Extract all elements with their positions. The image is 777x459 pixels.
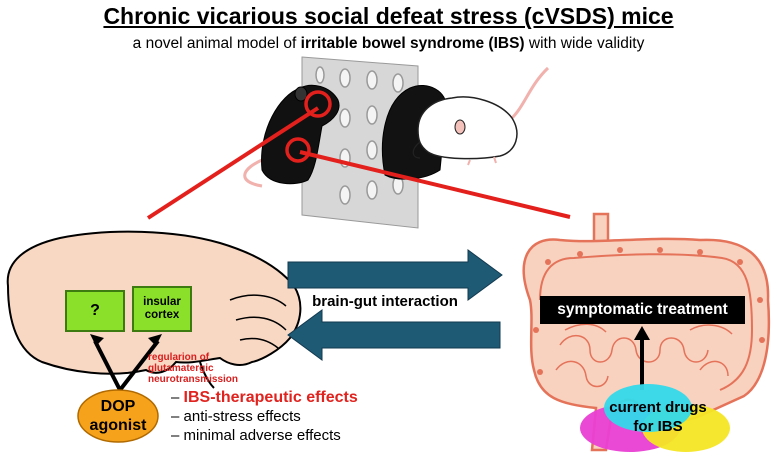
aggressor-mouse [417,96,518,160]
observer-mouse [261,84,340,185]
effect-item-2: – anti-stress effects [171,407,358,426]
venn-cyan [604,384,692,432]
symptomatic-treatment-label: symptomatic treatment [540,296,745,324]
brain-gut-interaction-label: brain-gut interaction [312,293,458,310]
connector-to-gut [299,150,571,219]
arrow-gut-to-brain [287,309,501,361]
unknown-region-label: ? [90,302,100,319]
dop-effects-list: – IBS-therapeutic effects – anti-stress … [171,388,358,445]
insular-cortex-box [132,286,192,332]
subtitle-post: with wide validity [524,35,645,52]
arrow-brain-to-gut [287,249,503,301]
drugs-venn [580,384,730,452]
eye-highlight-circle [304,90,332,118]
effect-ibs-therapeutic: IBS-therapeutic effects [183,389,358,406]
effect-item-1: – IBS-therapeutic effects [171,388,358,407]
bullet-dash: – [171,389,180,406]
regulation-note: regularion of glutamatergic neurotransmi… [148,352,239,385]
observer-mouse-tail [243,158,263,188]
subtitle-pre: a novel animal model of [132,35,301,52]
subtitle-bold: irritable bowel syndrome (IBS) [300,35,525,52]
connector-to-brain [146,106,320,220]
figure-subtitle: a novel animal model of irritable bowel … [0,35,777,53]
dop-agonist-label: DOP agonist [89,398,147,434]
insular-cortex-label: insular cortex [143,296,181,321]
effect-item-3: – minimal adverse effects [171,426,358,445]
aggressor-mouse-tail [510,66,550,120]
unknown-region-box [65,290,125,332]
body-highlight-circle [285,137,311,163]
mice-scene [243,56,550,229]
effect-minimal-adverse: minimal adverse effects [183,427,341,444]
colon [522,237,771,452]
dop-arrows [93,339,160,392]
bullet-dash: – [171,427,180,444]
effect-anti-stress: anti-stress effects [183,408,301,425]
current-drugs-label: current drugs for IBS [609,399,707,435]
brain [6,230,302,389]
bullet-dash: – [171,408,180,425]
figure-title: Chronic vicarious social defeat stress (… [103,3,674,29]
dop-agonist-oval [77,389,159,443]
intestine [522,212,771,452]
